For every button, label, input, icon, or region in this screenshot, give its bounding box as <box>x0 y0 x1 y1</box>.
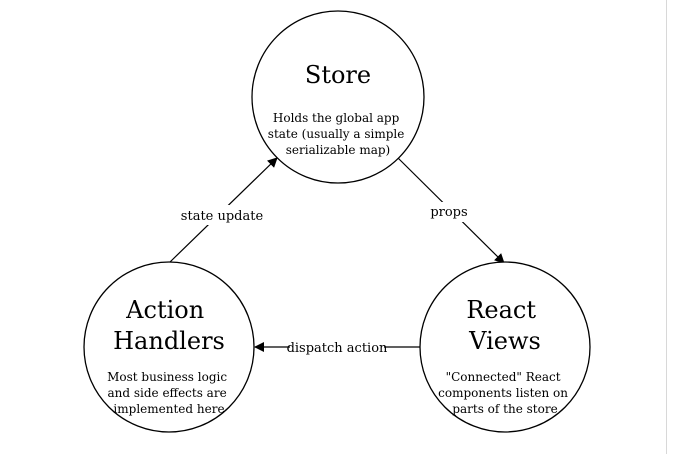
react-views-title-line-2: Views <box>468 327 541 355</box>
node-action-handlers: Action Handlers Most business logic and … <box>83 261 255 433</box>
edge-props: props <box>397 157 505 264</box>
react-views-title-line-1: React <box>466 296 536 324</box>
action-handlers-description-line-2: and side effects are <box>107 386 226 400</box>
store-circle <box>251 10 425 184</box>
react-views-title: React Views <box>466 296 543 355</box>
store-description: Holds the global app state (usually a si… <box>268 111 408 157</box>
props-label: props <box>430 205 467 220</box>
state-update-label-bg <box>180 205 264 225</box>
edge-dispatch-action: dispatch action <box>254 338 420 357</box>
store-title-line: Store <box>305 61 371 89</box>
node-react-views: React Views "Connected" React components… <box>419 261 591 433</box>
action-handlers-description: Most business logic and side effects are… <box>107 370 231 416</box>
edge-state-update: state update <box>169 157 278 263</box>
react-views-description-line-1: "Connected" React <box>446 370 561 384</box>
dispatch-action-label: dispatch action <box>287 341 388 356</box>
action-handlers-circle <box>83 261 255 433</box>
action-handlers-title: Action Handlers <box>113 296 225 355</box>
react-views-description-line-2: components listen on <box>438 386 568 400</box>
action-handlers-description-line-1: Most business logic <box>107 370 227 384</box>
node-store: Store Holds the global app state (usuall… <box>251 10 425 184</box>
react-views-description-line-3: parts of the store <box>452 402 557 416</box>
store-description-line-3: serializable map) <box>286 143 390 157</box>
action-handlers-title-line-1: Action <box>125 296 204 324</box>
store-description-line-2: state (usually a simple <box>268 127 405 141</box>
react-views-description: "Connected" React components listen on p… <box>438 370 572 416</box>
dispatch-action-label-bg <box>290 338 384 357</box>
react-views-circle <box>419 261 591 433</box>
state-update-label: state update <box>181 209 264 224</box>
action-handlers-description-line-3: implemented here <box>113 402 224 416</box>
store-title: Store <box>305 61 371 89</box>
props-label-bg <box>428 202 470 222</box>
store-description-line-1: Holds the global app <box>273 111 400 125</box>
page-edge-divider <box>666 0 667 454</box>
action-handlers-title-line-2: Handlers <box>113 327 225 355</box>
